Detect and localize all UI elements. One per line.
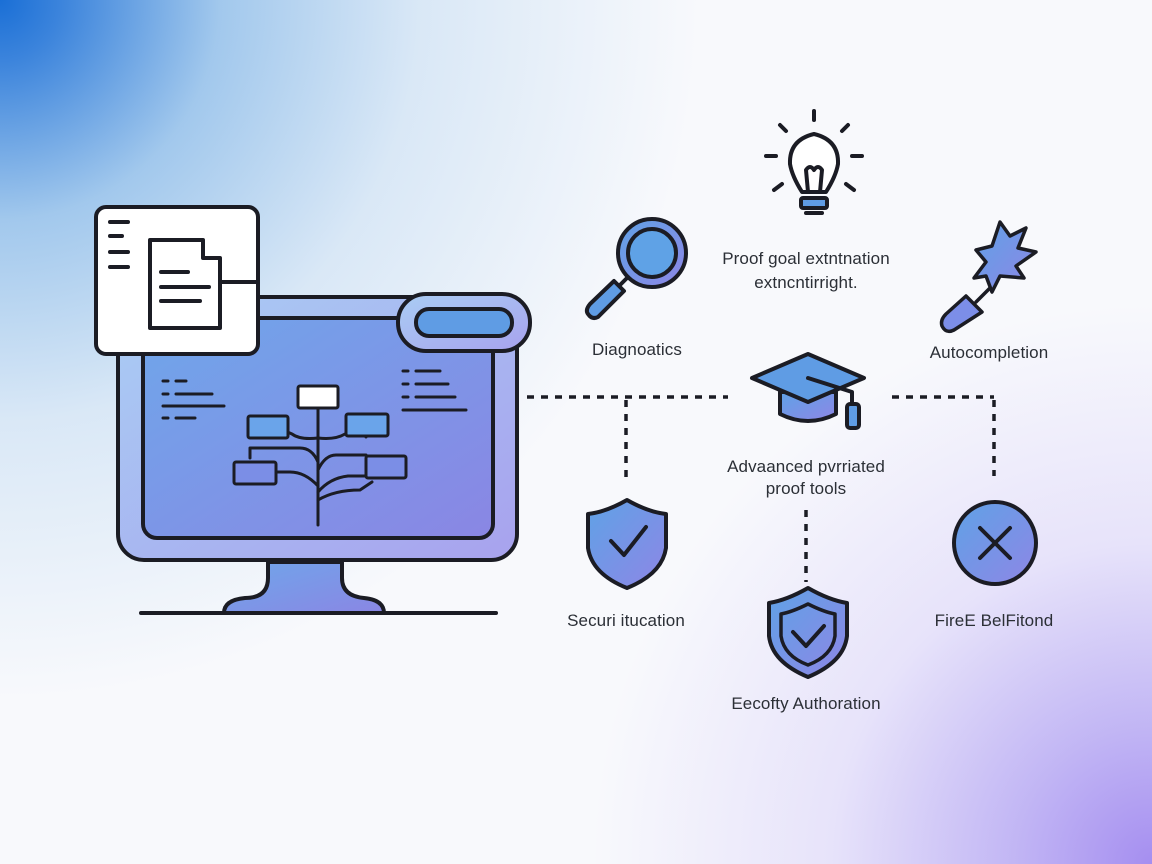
label-autocompletion: Autocompletion <box>929 343 1049 362</box>
tree-diagram-icon <box>232 384 408 527</box>
tree-node-root <box>296 384 340 410</box>
magnifier-icon <box>584 217 688 320</box>
shield-check-icon <box>586 498 668 590</box>
label-diagnostics: Diagnoatics <box>592 340 682 359</box>
shield-check-icon <box>767 586 849 679</box>
toggle-pill-icon <box>396 292 532 353</box>
document-card <box>94 205 260 356</box>
screen-text-lines-right <box>401 369 468 412</box>
tree-node-right-2 <box>364 454 408 480</box>
label-proof-goal-line2: extncntirright. <box>754 273 858 292</box>
connectors <box>527 395 996 582</box>
tree-node-left-1 <box>246 414 290 440</box>
close-circle-icon <box>952 500 1038 586</box>
screen-text-lines-left <box>161 379 226 420</box>
label-advanced-line1: Advaanced pvrriated <box>727 457 885 476</box>
tree-node-left-2 <box>232 460 278 486</box>
monitor-stand <box>222 560 386 615</box>
label-authorization: Eecofty Authoration <box>731 694 881 713</box>
document-icon <box>148 238 222 330</box>
label-proof-goal-line1: Proof goal extntnation <box>722 249 890 268</box>
label-security: Securi itucation <box>567 611 685 630</box>
lightning-tool-icon <box>939 220 1038 334</box>
tree-node-right-1 <box>344 412 390 438</box>
graduation-cap-icon <box>750 352 866 430</box>
label-fire: FireE BelFitond <box>934 611 1054 630</box>
lightbulb-icon <box>764 109 864 215</box>
label-advanced-line2: proof tools <box>765 479 847 498</box>
